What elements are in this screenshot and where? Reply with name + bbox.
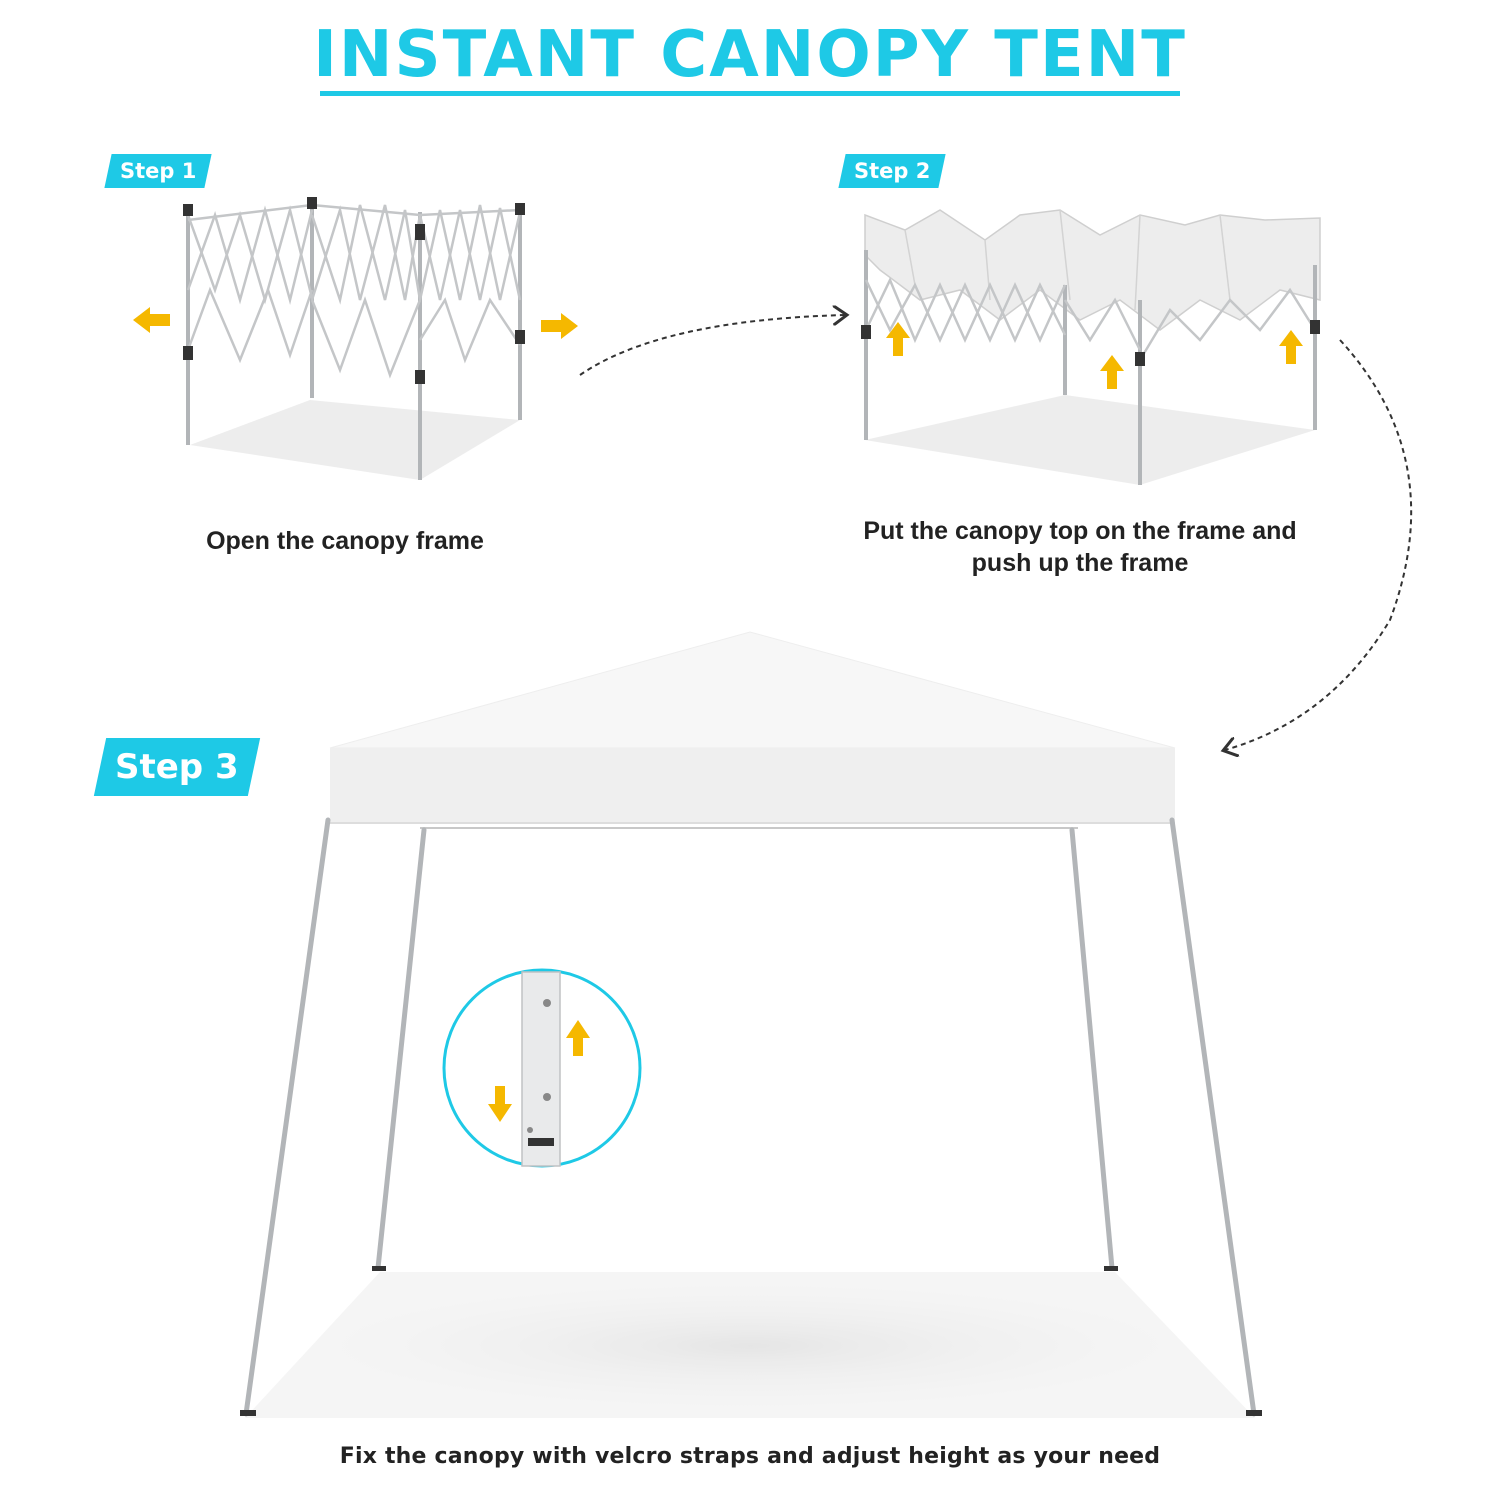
step-1-frame-image bbox=[133, 197, 578, 480]
leg-detail-zoom bbox=[442, 968, 642, 1168]
arrow-right-icon bbox=[541, 313, 578, 339]
page-title: INSTANT CANOPY TENT bbox=[313, 18, 1187, 92]
arrow-up-icon bbox=[566, 1020, 590, 1056]
step-2-caption-line2: push up the frame bbox=[971, 549, 1189, 577]
canopy-valance bbox=[330, 748, 1175, 823]
step-1-shadow bbox=[190, 400, 520, 480]
step-3-caption: Fix the canopy with velcro straps and ad… bbox=[339, 1444, 1161, 1469]
step-3-canopy-image bbox=[240, 631, 1262, 1420]
canopy-top-folded bbox=[864, 209, 1321, 331]
arrow-up-icon bbox=[1279, 330, 1303, 364]
title-underline bbox=[320, 91, 1180, 96]
canopy-roof bbox=[329, 631, 1176, 749]
arrow-left-icon bbox=[133, 307, 170, 333]
step-1-to-2-arrow bbox=[579, 315, 845, 376]
arrow-up-icon bbox=[886, 322, 910, 356]
arrow-up-icon bbox=[1100, 355, 1124, 389]
step-2-caption: Put the canopy top on the frame and push… bbox=[820, 515, 1340, 579]
step-2-frame-image bbox=[861, 209, 1321, 485]
step-1-caption: Open the canopy frame bbox=[206, 527, 484, 555]
arrow-down-icon bbox=[488, 1086, 512, 1122]
step-2-shadow bbox=[865, 395, 1315, 485]
step-2-to-3-arrow bbox=[1225, 339, 1413, 750]
step-2-caption-line1: Put the canopy top on the frame and bbox=[863, 517, 1297, 545]
